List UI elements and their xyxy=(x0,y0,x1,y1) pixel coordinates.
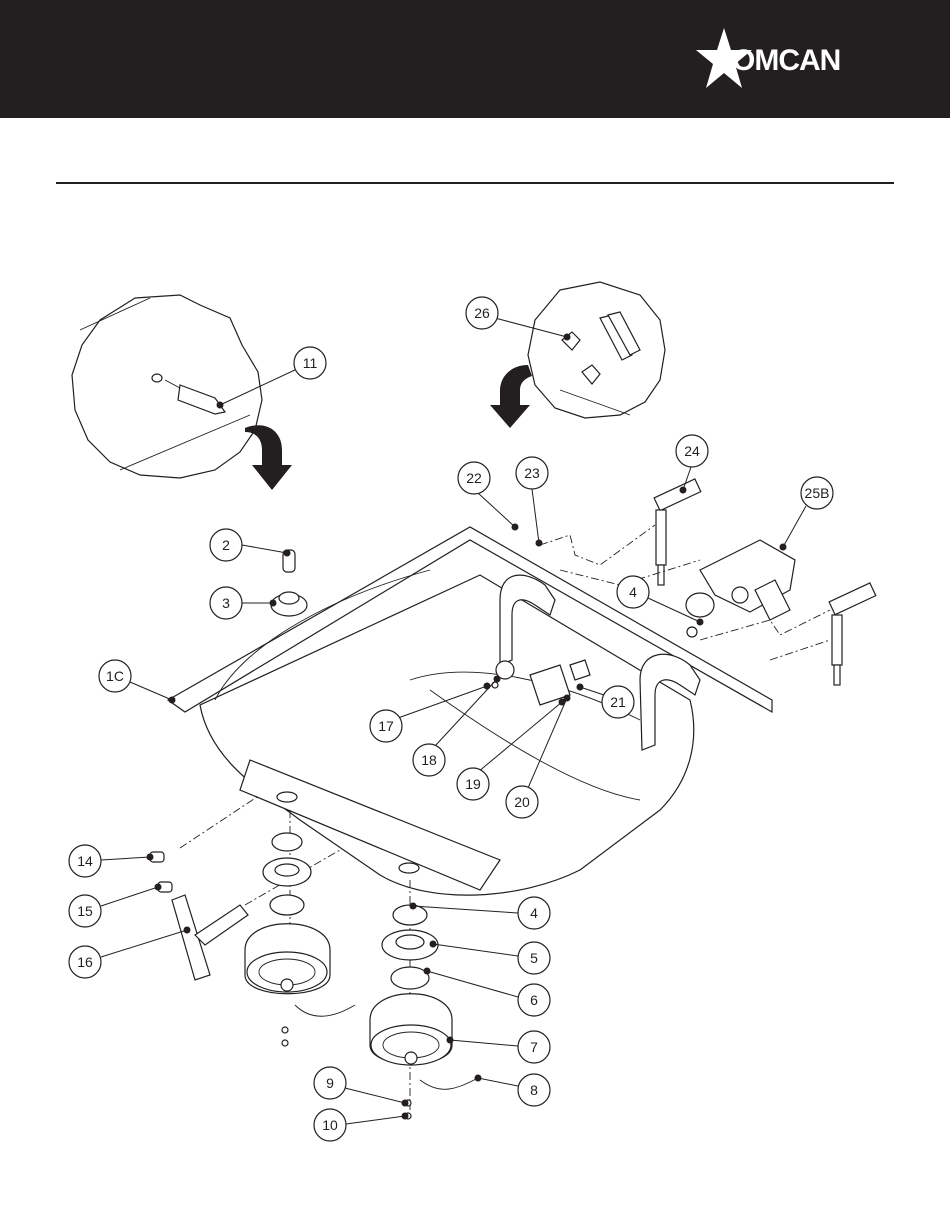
svg-text:5: 5 xyxy=(530,950,538,966)
callout-5: 5 xyxy=(430,941,551,975)
callout-25B: 25B xyxy=(780,477,834,551)
callout-1C: 1C xyxy=(99,660,176,704)
svg-text:18: 18 xyxy=(421,752,437,768)
callout-23: 23 xyxy=(516,457,548,547)
svg-text:20: 20 xyxy=(514,794,530,810)
svg-text:11: 11 xyxy=(303,355,318,371)
callout-8: 8 xyxy=(475,1074,551,1106)
svg-text:22: 22 xyxy=(466,470,482,486)
svg-text:26: 26 xyxy=(474,305,490,321)
motor-right xyxy=(370,994,452,1065)
svg-text:1C: 1C xyxy=(106,668,124,684)
svg-text:16: 16 xyxy=(77,954,93,970)
svg-text:8: 8 xyxy=(530,1082,538,1098)
tank-assembly xyxy=(168,527,772,895)
svg-text:21: 21 xyxy=(610,694,626,710)
callout-22: 22 xyxy=(458,462,519,531)
svg-text:24: 24 xyxy=(684,443,700,459)
svg-text:17: 17 xyxy=(378,718,394,734)
callout-2: 2 xyxy=(210,529,291,561)
ring-4-top xyxy=(686,593,714,617)
svg-text:4: 4 xyxy=(530,905,538,921)
svg-text:3: 3 xyxy=(222,595,230,611)
svg-text:6: 6 xyxy=(530,992,538,1008)
callout-4-bottom: 4 xyxy=(410,897,551,929)
svg-text:19: 19 xyxy=(465,776,481,792)
svg-text:10: 10 xyxy=(322,1117,338,1133)
svg-text:4: 4 xyxy=(629,584,637,600)
svg-text:14: 14 xyxy=(77,853,93,869)
gas-spring-right xyxy=(829,583,876,685)
callout-10: 10 xyxy=(314,1109,409,1141)
callout-15: 15 xyxy=(69,884,162,928)
svg-text:2: 2 xyxy=(222,537,230,553)
callout-3: 3 xyxy=(210,587,277,619)
motor-left xyxy=(245,924,330,994)
svg-text:9: 9 xyxy=(326,1075,334,1091)
callout-7: 7 xyxy=(447,1031,551,1063)
gas-spring-24 xyxy=(654,479,701,585)
detail-view-right xyxy=(528,282,665,418)
callout-16: 16 xyxy=(69,927,191,979)
svg-text:7: 7 xyxy=(530,1039,538,1055)
valve-25B xyxy=(700,540,795,620)
svg-text:15: 15 xyxy=(77,903,93,919)
svg-text:25B: 25B xyxy=(805,485,830,501)
svg-text:23: 23 xyxy=(524,465,540,481)
callout-14: 14 xyxy=(69,845,154,877)
detail-view-left xyxy=(72,295,262,478)
arrow-down-icon xyxy=(490,365,532,428)
callout-9: 9 xyxy=(314,1067,409,1107)
